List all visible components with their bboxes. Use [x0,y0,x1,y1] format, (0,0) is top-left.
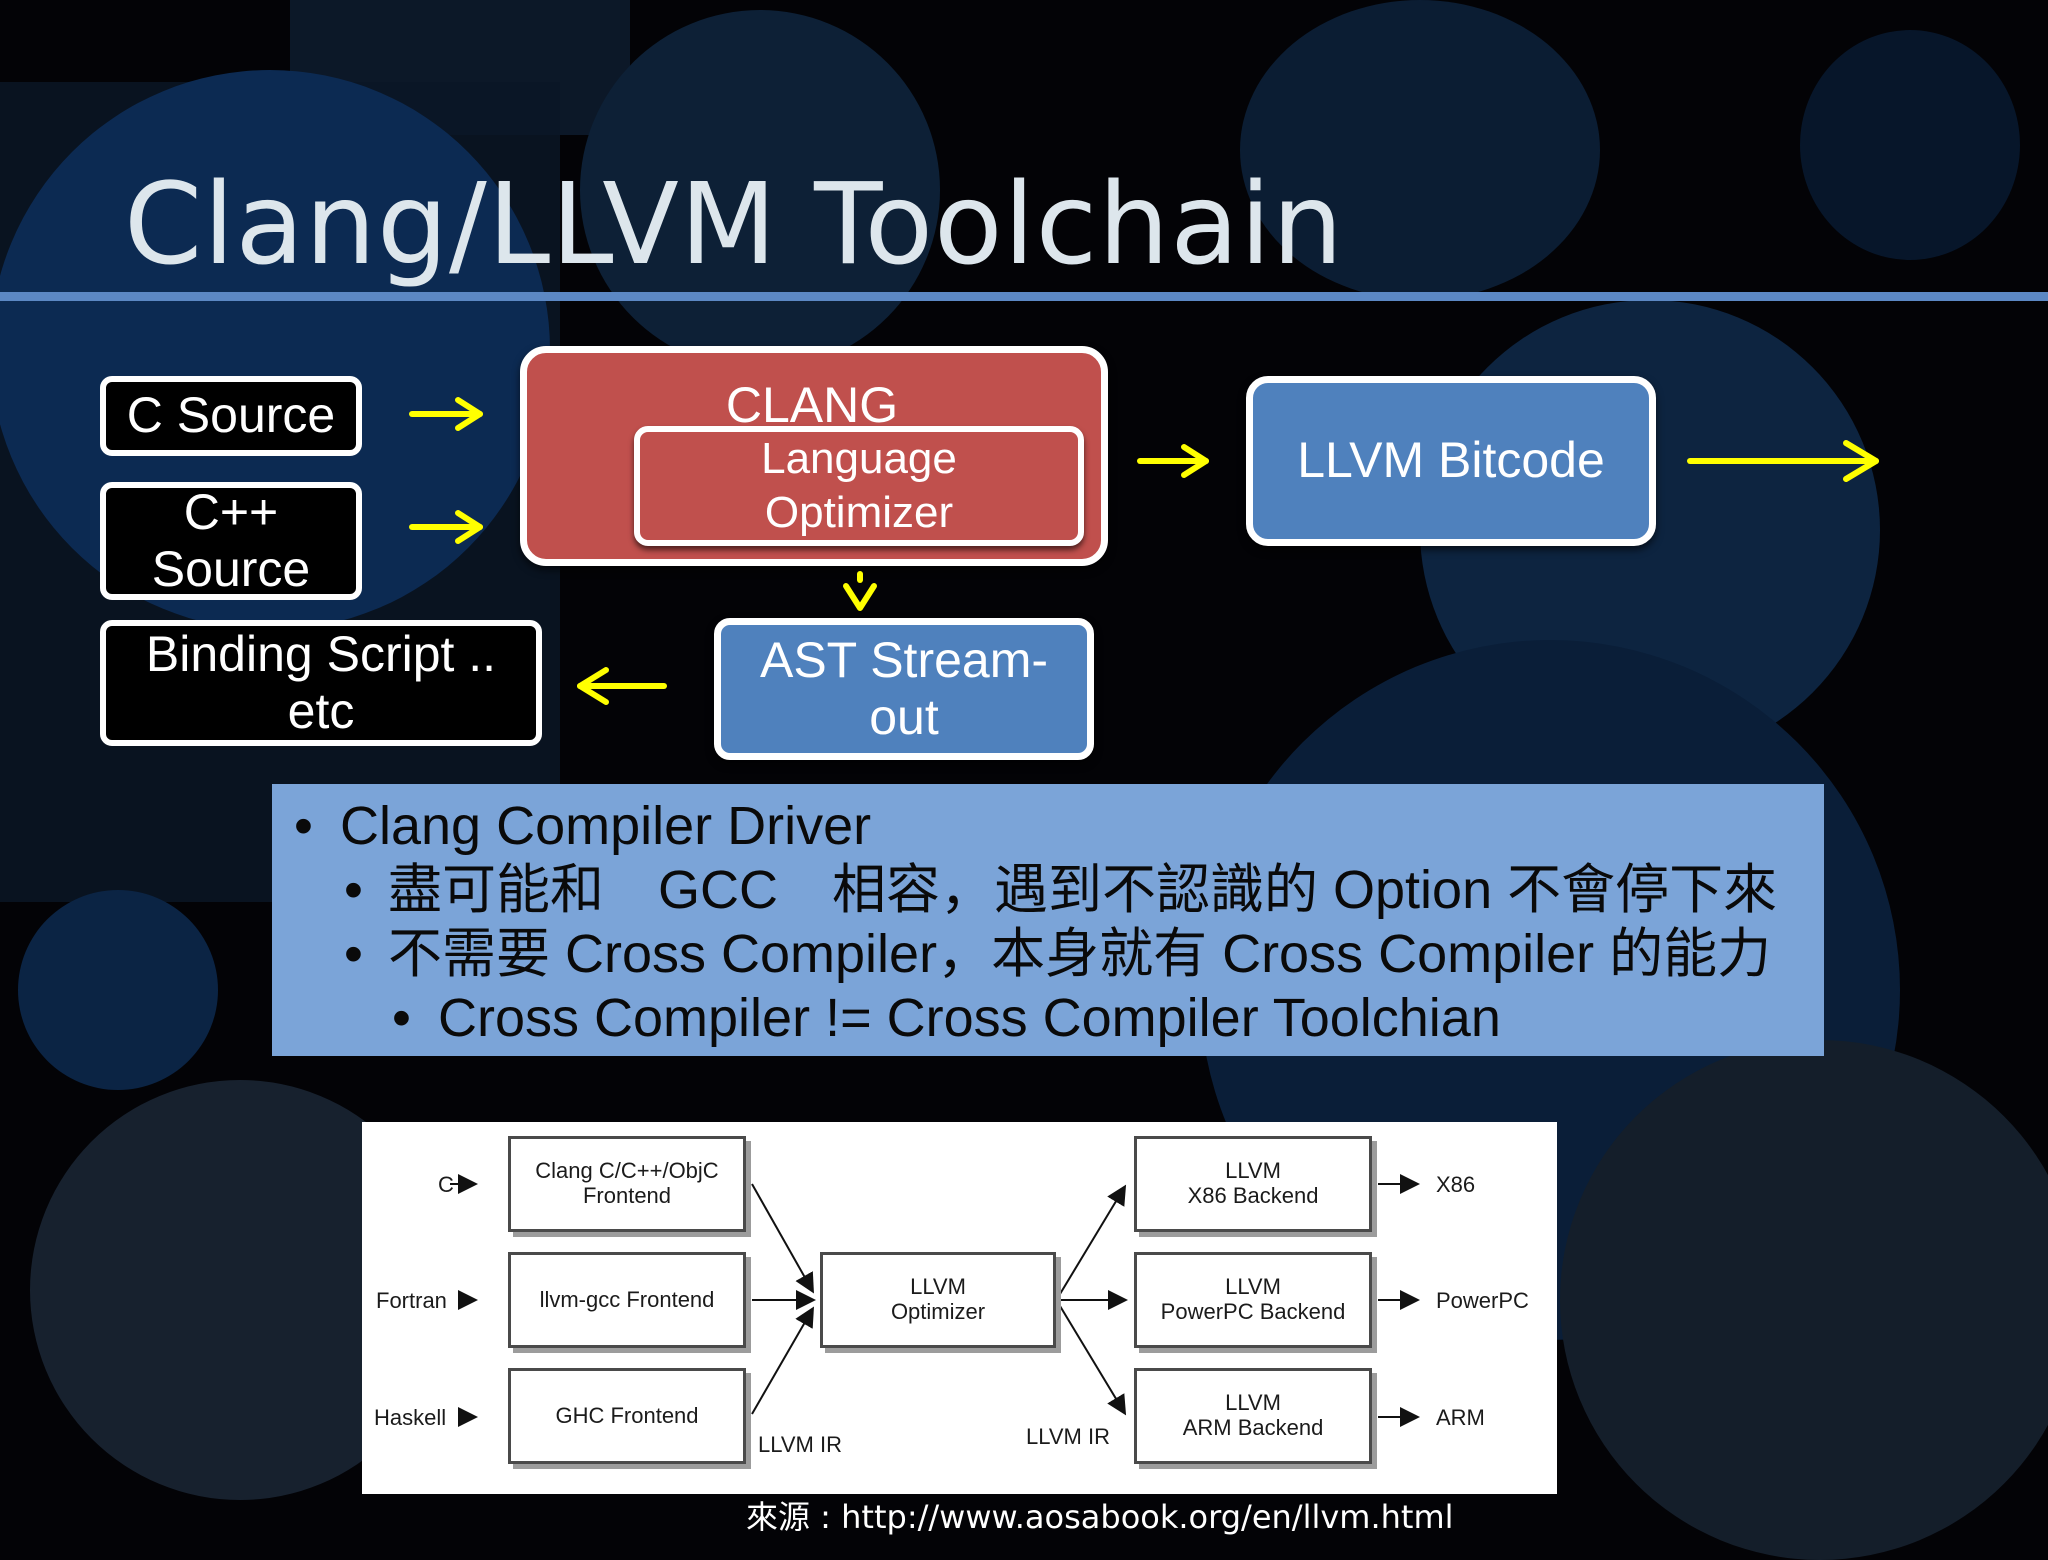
figure-frontend-ghc: GHC Frontend [508,1368,746,1464]
source-credit: 來源 : http://www.aosabook.org/en/llvm.htm… [746,1498,1454,1536]
figure-output-x86: X86 [1436,1172,1476,1197]
figure-output-powerpc: PowerPC [1436,1288,1529,1313]
c-source-label: C Source [126,387,336,444]
optimizer-line1: LLVM [910,1274,966,1300]
bullet-marker: • [344,924,363,984]
llvm-architecture-figure: C Fortran Haskell Clang C/C++/ObjC Front… [362,1122,1557,1494]
arrow-bitcode-output [1687,440,1879,482]
title-rule [0,292,2048,301]
figure-backend-powerpc: LLVM PowerPC Backend [1134,1252,1372,1348]
ast-line2: out [869,689,939,745]
frontend-line1: Clang C/C++/ObjC [535,1158,719,1184]
figure-backend-x86: LLVM X86 Backend [1134,1136,1372,1232]
binding-script-box: Binding Script .. etc [100,620,542,746]
bullet-item: • Clang Compiler Driver [272,794,1824,858]
backend-line1: LLVM [1225,1390,1281,1416]
binding-line2: etc [287,683,355,739]
arrow-clang-to-bitcode [1137,444,1209,478]
bullet-text: 盡可能和 GCC 相容，遇到不認識的 Option 不會停下來 [388,860,1778,920]
language-optimizer-box: Language Optimizer [634,426,1084,546]
arrow-clang-to-ast [843,571,877,611]
cpp-source-line1: C++ [183,483,279,540]
frontend-line1: GHC Frontend [555,1402,699,1428]
cpp-source-line2: Source [151,541,311,597]
llvm-bitcode-label: LLVM Bitcode [1297,432,1605,489]
figure-ir-label-left: LLVM IR [758,1432,842,1457]
figure-input-haskell: Haskell [374,1405,447,1430]
backend-line1: LLVM [1225,1274,1281,1300]
cpp-source-box: C++ Source [100,482,362,600]
bullet-item: • 不需要 Cross Compiler，本身就有 Cross Compiler… [272,922,1824,986]
bullet-marker: • [294,796,313,856]
figure-backend-arm: LLVM ARM Backend [1134,1368,1372,1464]
figure-frontend-clang: Clang C/C++/ObjC Frontend [508,1136,746,1232]
figure-arrows [450,1174,1420,1427]
figure-optimizer: LLVM Optimizer [820,1252,1056,1348]
arrow-cpp-source-to-clang [409,510,483,544]
backend-line2: PowerPC Backend [1160,1299,1346,1324]
bullet-marker: • [344,860,363,920]
ast-line1: AST Stream- [759,631,1049,688]
bullet-panel: • Clang Compiler Driver • 盡可能和 GCC 相容，遇到… [272,784,1824,1056]
figure-input-fortran: Fortran [376,1288,447,1313]
optimizer-line2: Optimizer [890,1299,986,1324]
c-source-box: C Source [100,376,362,456]
bullet-text: Clang Compiler Driver [340,796,872,856]
bullet-text: 不需要 Cross Compiler，本身就有 Cross Compiler 的… [388,924,1772,984]
lang-opt-line2: Optimizer [764,488,954,537]
slide-title: Clang/LLVM Toolchain [124,160,1344,290]
backend-line1: LLVM [1225,1158,1281,1184]
backend-line2: X86 Backend [1187,1183,1319,1208]
bullet-item: • 盡可能和 GCC 相容，遇到不認識的 Option 不會停下來 [272,858,1824,922]
figure-frontend-llvm-gcc: llvm-gcc Frontend [508,1252,746,1348]
bullet-marker: • [392,988,411,1048]
arrow-ast-to-binding [577,667,667,705]
arrow-c-source-to-clang [409,397,483,431]
clang-label: CLANG [725,377,899,433]
lang-opt-line1: Language [761,434,957,484]
bullet-item: • Cross Compiler != Cross Compiler Toolc… [272,986,1824,1050]
binding-line1: Binding Script .. [145,625,497,682]
backend-line2: ARM Backend [1182,1415,1324,1440]
ast-stream-out-box: AST Stream- out [714,618,1094,760]
figure-input-c: C [438,1172,454,1197]
bullet-text: Cross Compiler != Cross Compiler Toolchi… [438,988,1501,1048]
frontend-line1: llvm-gcc Frontend [539,1286,715,1312]
figure-ir-label-right: LLVM IR [1026,1424,1110,1449]
figure-output-arm: ARM [1436,1405,1485,1430]
llvm-bitcode-box: LLVM Bitcode [1246,376,1656,546]
frontend-line2: Frontend [582,1183,672,1208]
